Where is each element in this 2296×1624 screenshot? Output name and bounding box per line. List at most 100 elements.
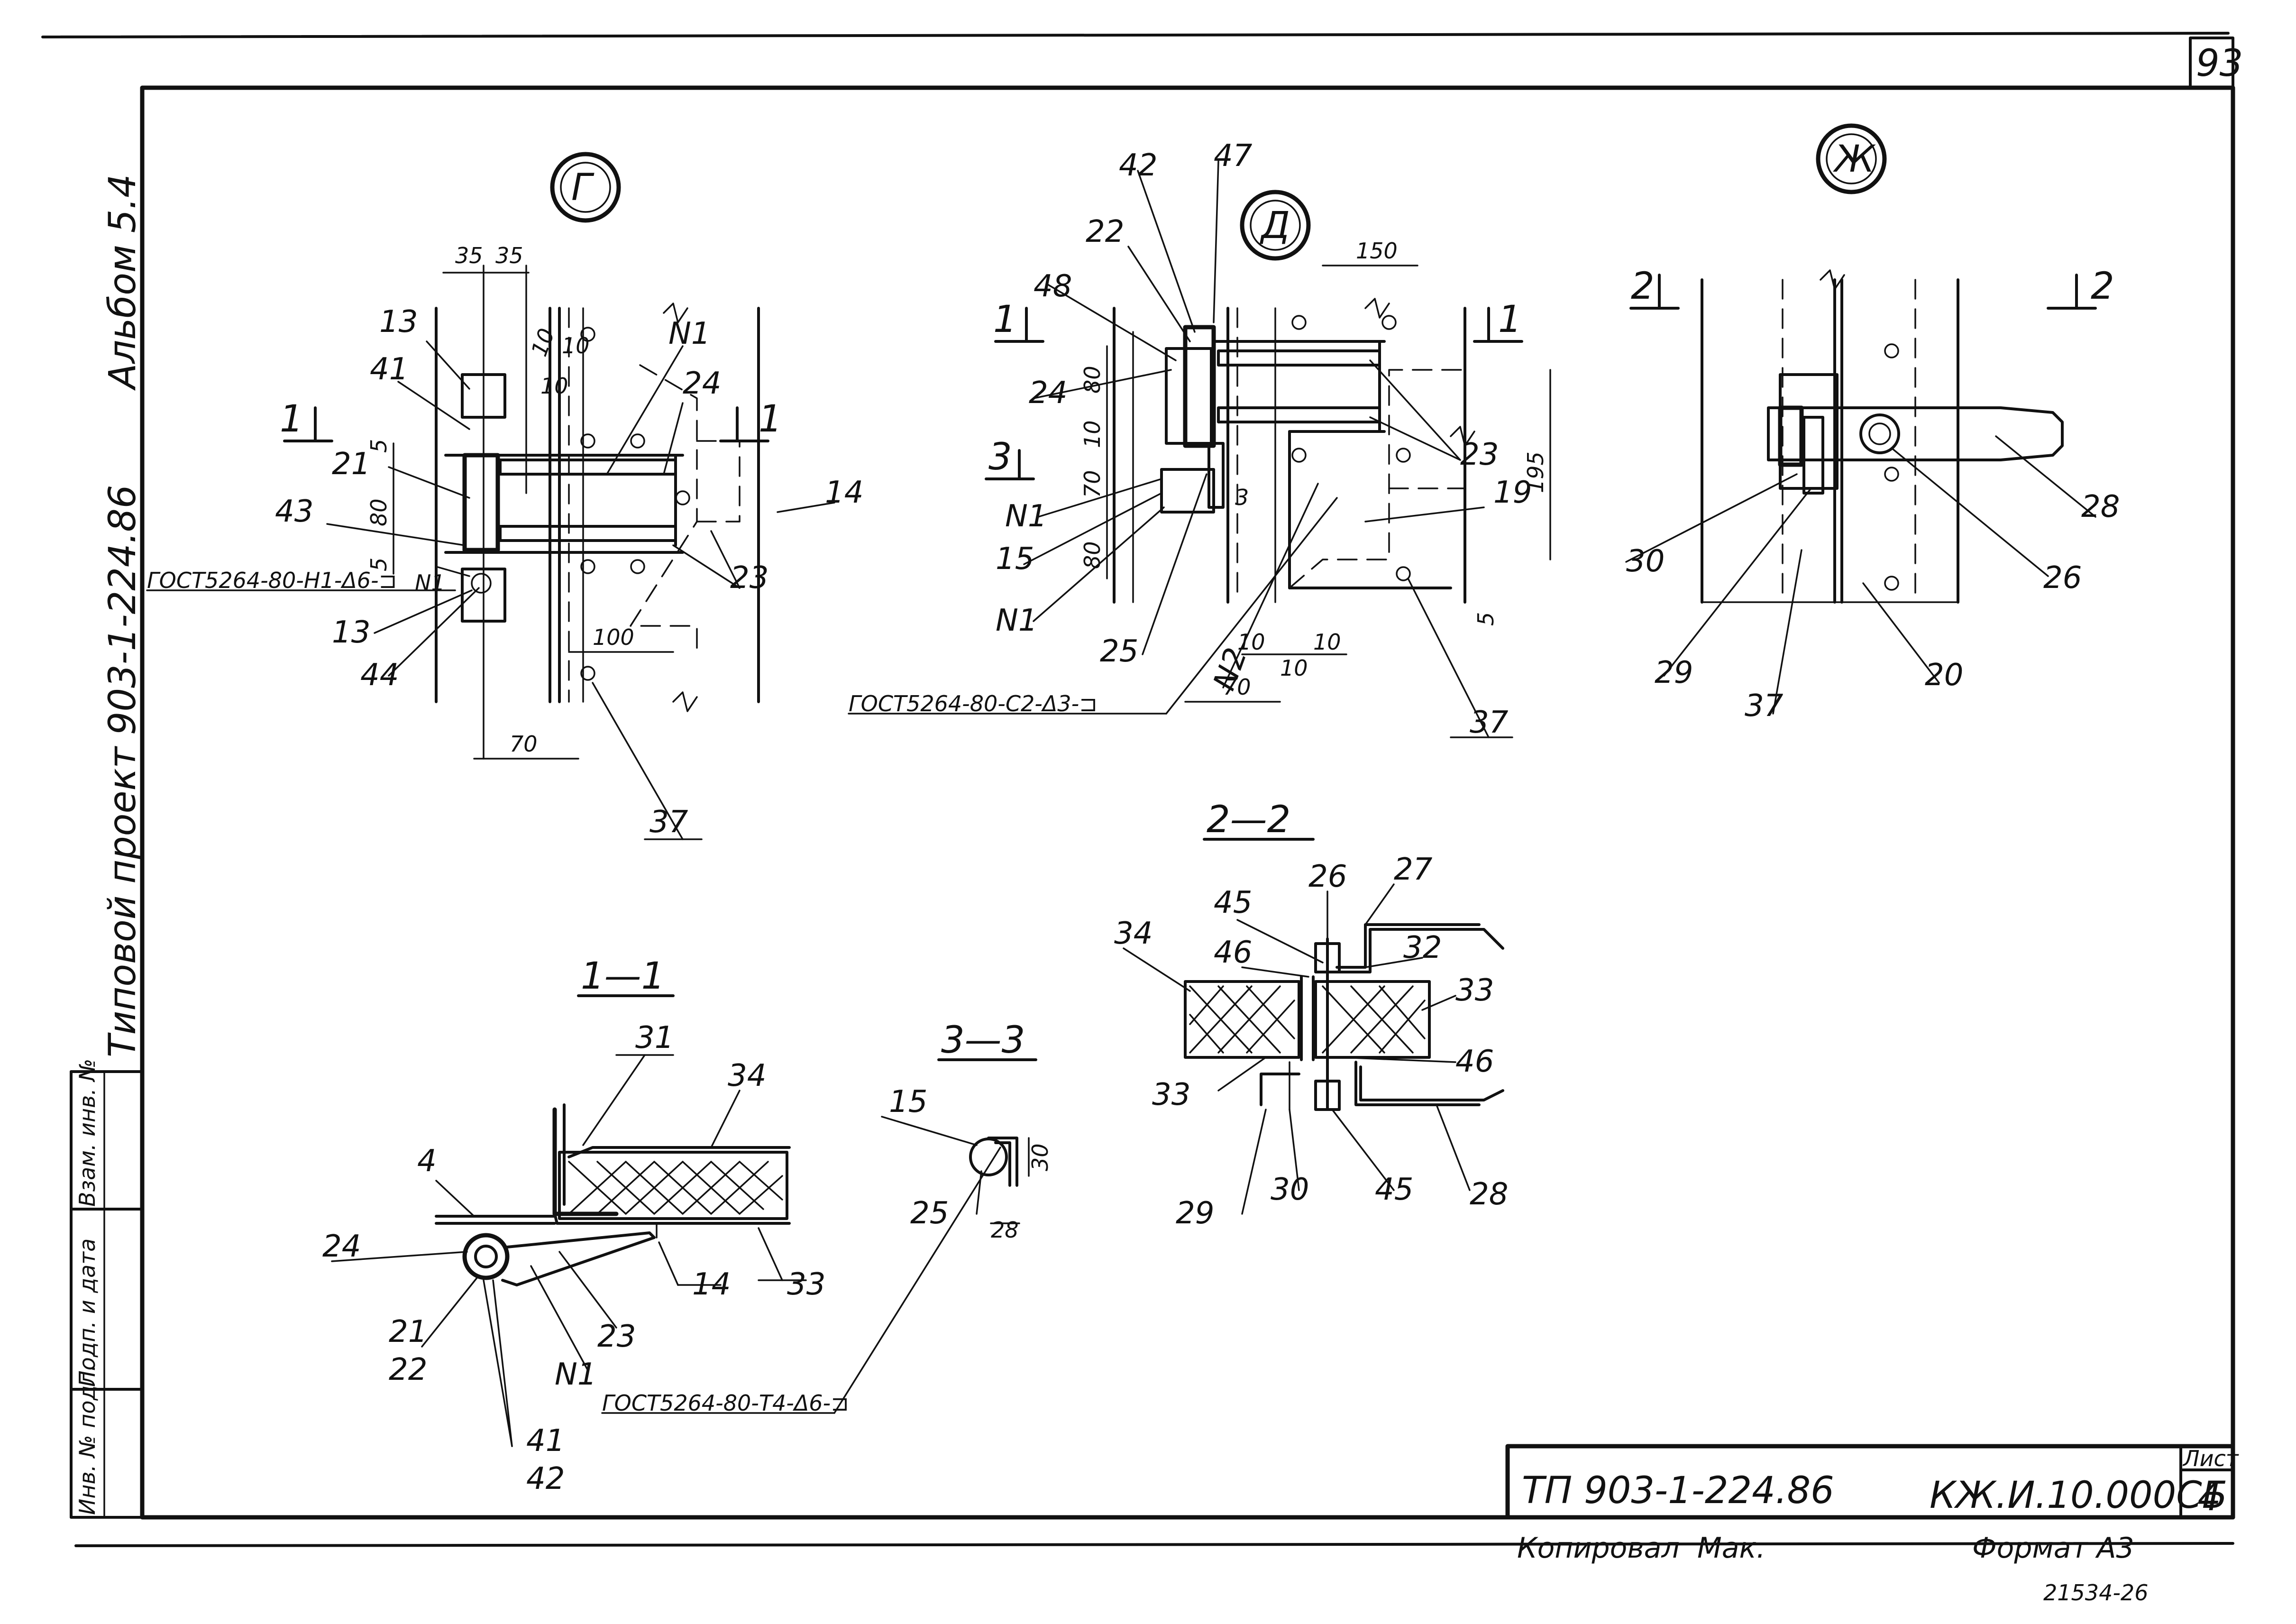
section-1-1-title: 1—1 [581,955,665,998]
view-d-dim-80a: 80 [1079,366,1105,394]
section-3-3-label-25: 25 [910,1196,949,1231]
section-3-3-dim-30: 30 [1027,1143,1053,1171]
section-1-1-label-n1: N1 [555,1357,597,1392]
title-block-copied-by: Копировал [1517,1532,1680,1565]
section-2-2-label-30: 30 [1271,1172,1309,1207]
view-d-label-23: 23 [1460,437,1499,472]
view-d: Д 1 1 3 [848,138,1551,740]
section-1-1-weld: ГОСТ5264-80-Т4-Δ6-⊐ [602,1390,849,1416]
view-d-mark: Д [1260,204,1290,247]
view-zh-label-26: 26 [2043,560,2082,596]
view-d-dim-80b: 80 [1079,541,1105,569]
view-d-label-19: 19 [1493,475,1532,510]
view-g-dim-10b: 10 [562,333,590,358]
view-d-dim-10a: 10 [1079,420,1105,448]
view-d-label-48: 48 [1034,269,1072,304]
view-d-label-24: 24 [1029,376,1067,411]
section-1-1-label-23: 23 [597,1319,636,1354]
view-d-dim-10b: 10 [1237,629,1265,655]
section-1-1-label-42: 42 [526,1461,565,1496]
insulation-hatch-1-1 [568,1161,783,1215]
view-g: Г 1 [146,152,863,840]
view-g-label-23: 23 [730,560,768,596]
section-2-2-label-27: 27 [1394,852,1433,887]
view-g-cut-right: 1 [759,398,782,440]
view-g-label-24: 24 [683,366,721,401]
section-2-2-label-33-right: 33 [1455,973,1494,1008]
section-2-2-label-34: 34 [1114,916,1153,951]
album-label: Альбом 5.4 [101,174,144,391]
view-d-label-n1-top: N1 [1005,499,1047,534]
view-zh-cut-right: 2 [2091,265,2114,308]
section-1-1-label-24: 24 [322,1229,361,1264]
title-block-archive-no: 21534-26 [2043,1580,2148,1606]
view-d-dim-150: 150 [1356,238,1398,264]
view-g-label-44: 44 [360,658,399,693]
view-d-dim-10d: 10 [1280,655,1308,681]
section-1-1-label-33: 33 [787,1267,825,1302]
view-d-dim-70: 70 [1079,470,1105,498]
sheet-frame [41,32,2235,1547]
view-g-mark: Г [571,166,595,209]
view-d-label-42: 42 [1119,148,1157,183]
title-block-drawing-code: КЖ.И.10.000СБ [1930,1474,2227,1517]
section-2-2-label-33-left: 33 [1152,1077,1190,1112]
view-d-label-22: 22 [1086,214,1124,249]
view-g-label-37: 37 [649,805,688,840]
view-d-dim-5: 5 [1473,612,1499,626]
view-g-cut-left: 1 [280,398,303,440]
section-3-3-label-15: 15 [889,1084,927,1119]
view-g-label-n1-top: N1 [668,316,711,351]
view-zh-label-28: 28 [2081,489,2120,524]
sidebar-cell-sign: Подп. и дата [74,1239,100,1387]
view-g-label-21: 21 [332,447,370,482]
title-block-sheet-label: Лист [2182,1446,2239,1471]
section-2-2-label-46-bottom: 46 [1455,1044,1494,1079]
project-label: Типовой проект 903-1-224.86 [101,485,144,1057]
view-zh-label-20: 20 [1925,658,1963,693]
view-g-label-13-top: 13 [379,304,418,339]
view-g-dim-10a: 10 [526,325,560,359]
title-block-sheet-no: 4 [2197,1477,2221,1519]
view-g-dim-5b: 5 [366,558,392,571]
section-2-2: 2—2 [1114,798,1508,1231]
section-2-2-label-46-top: 46 [1214,935,1252,970]
title-block-format: Формат А3 [1972,1532,2134,1565]
view-d-cut-1-right: 1 [1498,298,1522,341]
section-3-3-title: 3—3 [941,1019,1025,1062]
view-d-cut-1-left: 1 [993,298,1017,341]
title-block-project-code: ТП 903-1-224.86 [1522,1469,1834,1512]
left-strip [70,1070,144,1519]
title-block-copier-signature: Мак. [1697,1532,1765,1565]
view-g-label-43: 43 [275,494,313,529]
view-zh-mark: Ж [1833,138,1876,181]
section-1-1-label-21: 21 [389,1314,427,1349]
view-zh-label-30: 30 [1626,544,1665,579]
view-d-cut-3-right: 3 [1235,485,1249,510]
view-g-weld: ГОСТ5264-80-Н1-Δ6-⊐ [147,568,397,593]
view-d-label-15: 15 [996,541,1034,577]
view-g-dim-70: 70 [510,731,538,757]
view-d-label-47: 47 [1214,138,1253,174]
view-d-label-25: 25 [1100,634,1138,669]
view-d-dim-10c: 10 [1313,629,1341,655]
sidebar-cell-replace: Взам. инв. № [74,1059,100,1207]
view-g-label-14: 14 [825,475,863,510]
section-1-1-label-22: 22 [389,1352,427,1387]
view-d-weld: ГОСТ5264-80-С2-Δ3-⊐ [849,691,1098,716]
title-block [1505,1444,2235,1520]
view-g-dim-100: 100 [593,624,634,650]
section-1-1-label-4: 4 [417,1144,437,1179]
view-zh-label-37: 37 [1745,688,1784,724]
view-g-dim-10c: 10 [540,373,568,399]
section-1-1-label-34: 34 [728,1058,766,1093]
section-3-3-dim-28: 28 [991,1217,1019,1243]
view-g-label-13-bottom: 13 [332,615,370,650]
view-zh-cut-left: 2 [1631,265,1655,308]
section-2-2-label-45-top: 45 [1214,885,1252,920]
section-1-1: 1—1 4 [322,955,1001,1496]
view-d-label-37: 37 [1470,705,1509,740]
insulation-hatch-2-2 [1189,985,1426,1054]
section-2-2-title: 2—2 [1207,798,1290,841]
section-2-2-label-45-bottom: 45 [1375,1172,1413,1207]
